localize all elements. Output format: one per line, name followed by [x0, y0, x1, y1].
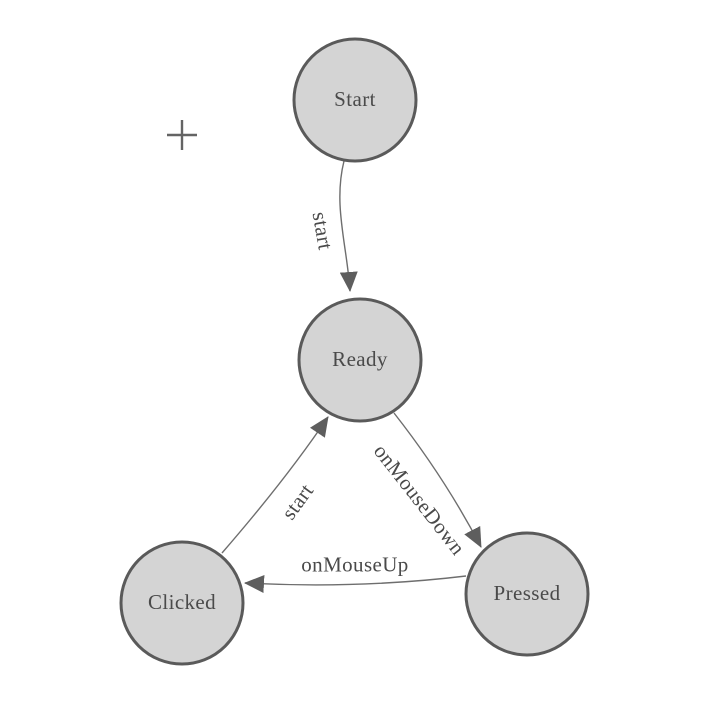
- state-node-pressed[interactable]: Pressed: [464, 531, 590, 657]
- state-node-clicked[interactable]: Clicked: [119, 540, 245, 666]
- transition-clicked-to-ready[interactable]: start: [221, 416, 329, 554]
- transition-label: onMouseDown: [369, 439, 470, 559]
- state-node-label: Pressed: [494, 581, 561, 605]
- transition-label: onMouseUp: [301, 552, 408, 576]
- plus-crosshair-icon: [167, 120, 197, 150]
- transition-label: start: [308, 210, 338, 252]
- state-node-start[interactable]: Start: [292, 37, 418, 163]
- state-node-label: Ready: [332, 347, 388, 371]
- transition-pressed-to-clicked[interactable]: onMouseUp: [244, 552, 467, 593]
- transition-ready-to-pressed[interactable]: onMouseDown: [369, 412, 482, 560]
- state-node-ready[interactable]: Ready: [297, 297, 423, 423]
- transition-label: start: [277, 479, 319, 524]
- transition-start-to-ready[interactable]: start: [308, 160, 358, 292]
- state-node-label: Start: [334, 87, 376, 111]
- state-node-label: Clicked: [148, 590, 216, 614]
